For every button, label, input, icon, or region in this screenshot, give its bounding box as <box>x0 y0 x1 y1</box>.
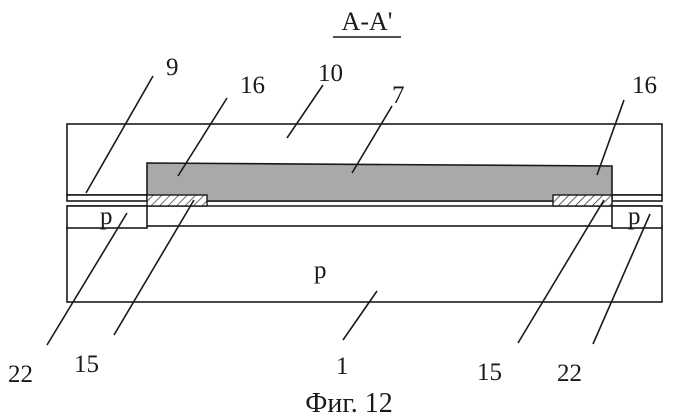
label-22-left: 22 <box>8 361 33 388</box>
p-label-substrate: p <box>314 257 327 284</box>
section-title: A-A' <box>342 7 393 36</box>
label-1: 1 <box>336 353 349 380</box>
gate-electrode-7 <box>147 163 612 201</box>
label-10: 10 <box>318 60 343 87</box>
label-16-left: 16 <box>240 72 265 99</box>
label-7: 7 <box>392 82 405 109</box>
label-15-left: 15 <box>74 351 99 378</box>
figure-caption: Фиг. 12 <box>305 388 392 419</box>
hatched-region-15-left <box>147 195 207 206</box>
label-9: 9 <box>166 54 179 81</box>
p-label-right: p <box>628 203 641 230</box>
label-22-right: 22 <box>557 360 582 387</box>
label-15-right: 15 <box>477 359 502 386</box>
p-label-left: p <box>100 203 113 230</box>
label-16-right: 16 <box>632 72 657 99</box>
